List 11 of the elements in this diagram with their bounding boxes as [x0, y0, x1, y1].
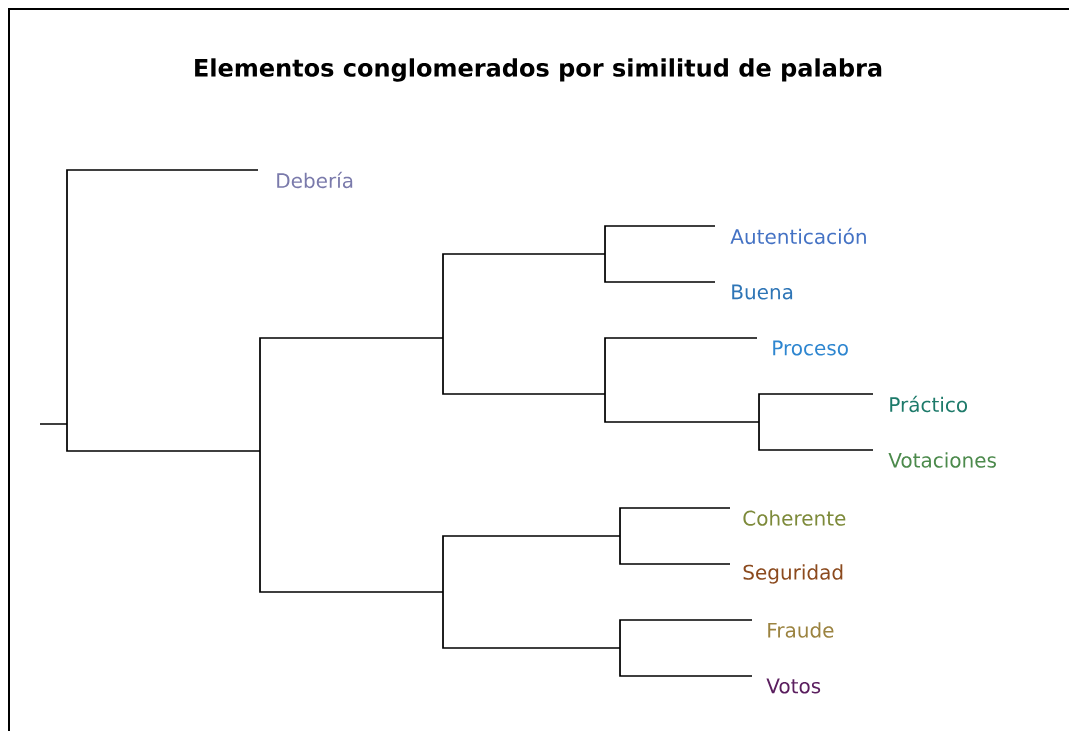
chart-title: Elementos conglomerados por similitud de palabra — [195, 58, 882, 82]
leaf-label: Seguridad — [743, 564, 843, 584]
leaf-label: Autenticación — [730, 227, 866, 245]
leaf-label: Buena — [732, 284, 793, 300]
leaf-label: Proceso — [773, 340, 848, 356]
leaf-label: Debería — [277, 171, 353, 189]
leaf-label: Votaciones — [888, 452, 996, 468]
leaf-label: Práctico — [890, 395, 968, 413]
leaf-label: Votos — [766, 678, 821, 694]
leaf-label: Fraude — [768, 622, 834, 638]
leaf-label: Coherente — [743, 510, 846, 526]
